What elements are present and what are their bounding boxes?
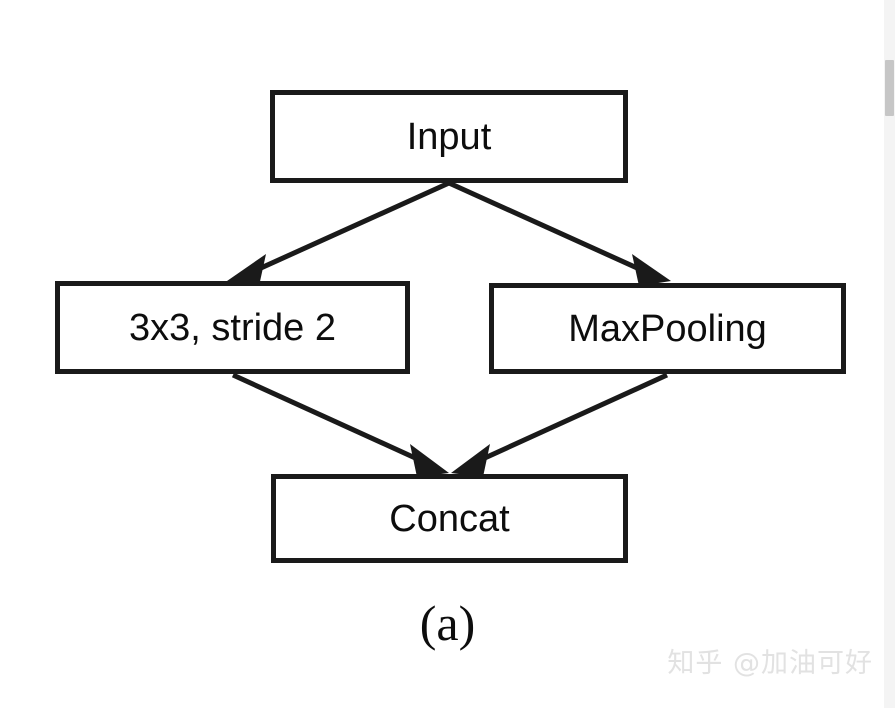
arrow-conv-to-concat xyxy=(231,372,449,477)
zhihu-watermark: 知乎 @加油可好 xyxy=(667,648,873,679)
node-concat-label: Concat xyxy=(389,497,510,540)
arrow-pool-to-concat xyxy=(451,372,669,477)
node-conv-label: 3x3, stride 2 xyxy=(129,306,336,349)
node-input: Input xyxy=(270,90,628,183)
node-conv: 3x3, stride 2 xyxy=(55,281,410,374)
arrow-input-to-conv xyxy=(227,180,451,286)
vertical-scrollbar-track[interactable] xyxy=(884,0,895,708)
node-maxpooling: MaxPooling xyxy=(489,283,846,374)
arrow-input-to-pool xyxy=(447,180,671,286)
node-maxpooling-label: MaxPooling xyxy=(568,307,767,350)
vertical-scrollbar-thumb[interactable] xyxy=(885,60,894,116)
node-input-label: Input xyxy=(406,115,492,158)
node-concat: Concat xyxy=(271,474,628,563)
figure-caption: (a) xyxy=(419,595,476,651)
